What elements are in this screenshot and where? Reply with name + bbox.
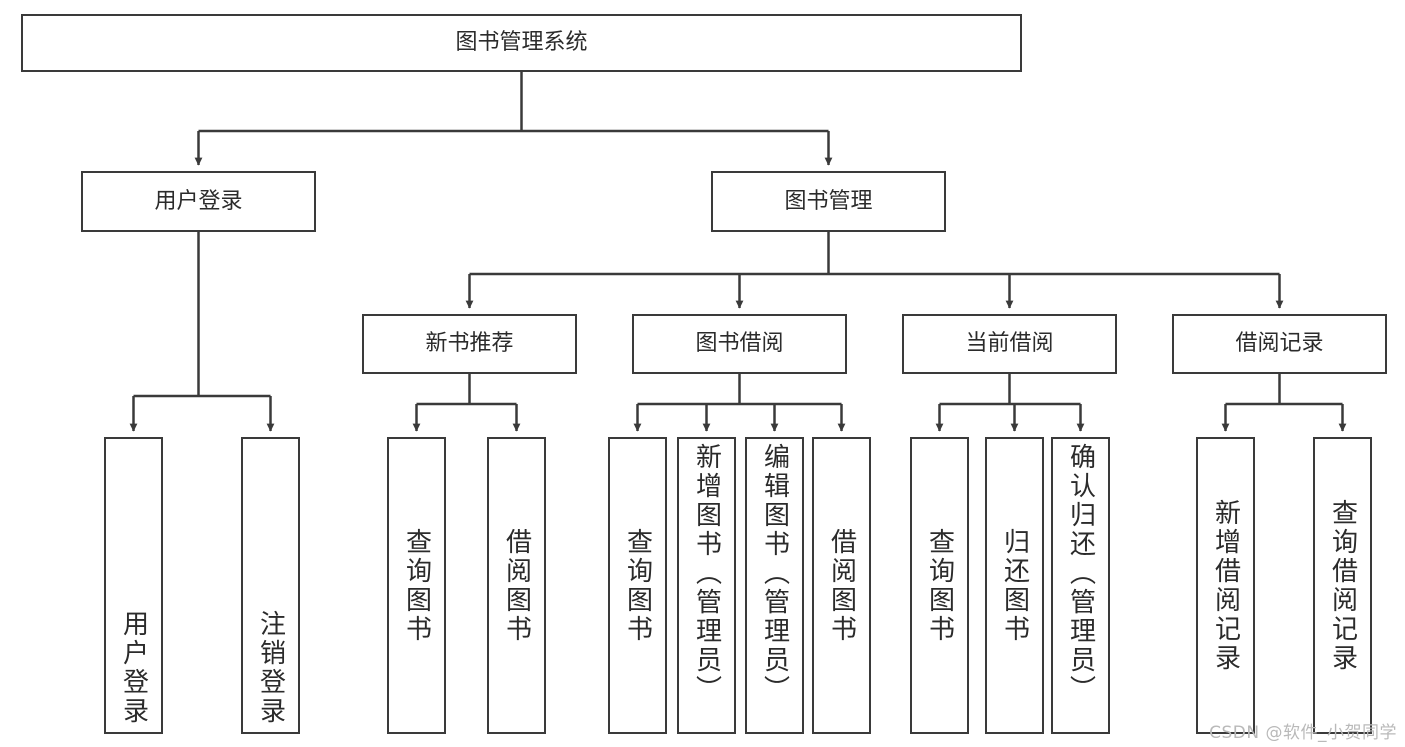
node-leaf-user-login[interactable]: 用户登录 bbox=[104, 437, 163, 734]
node-new-book-recommend-label: 新书推荐 bbox=[425, 331, 514, 357]
node-leaf-query-book-2[interactable]: 查询图书 bbox=[608, 437, 667, 734]
node-leaf-query-book-1[interactable]: 查询图书 bbox=[387, 437, 446, 734]
node-leaf-query-record-label: 查询借阅记录 bbox=[1327, 498, 1358, 673]
node-leaf-query-book-3-label: 查询图书 bbox=[924, 527, 955, 644]
node-root-label: 图书管理系统 bbox=[455, 30, 588, 56]
node-leaf-confirm-return[interactable]: 确认归还（管理员） bbox=[1051, 437, 1110, 734]
node-current-borrow-label: 当前借阅 bbox=[965, 331, 1054, 357]
node-leaf-borrow-book-2[interactable]: 借阅图书 bbox=[812, 437, 871, 734]
node-user-login-label: 用户登录 bbox=[154, 188, 243, 214]
node-borrow-record-label: 借阅记录 bbox=[1235, 331, 1324, 357]
node-leaf-edit-book-label: 编辑图书（管理员） bbox=[759, 443, 790, 704]
node-root[interactable]: 图书管理系统 bbox=[21, 14, 1022, 72]
edge-group-current-borrow bbox=[935, 374, 1085, 432]
node-book-manage[interactable]: 图书管理 bbox=[711, 171, 946, 232]
node-leaf-confirm-return-label: 确认归还（管理员） bbox=[1065, 443, 1096, 704]
node-user-login[interactable]: 用户登录 bbox=[81, 171, 316, 232]
edge-group-new-book-recommend bbox=[412, 374, 521, 432]
node-leaf-borrow-book-1-label: 借阅图书 bbox=[501, 527, 532, 644]
node-leaf-logout-label: 注销登录 bbox=[255, 610, 286, 726]
node-leaf-return-book-label: 归还图书 bbox=[999, 527, 1030, 644]
node-book-borrow[interactable]: 图书借阅 bbox=[632, 314, 847, 374]
node-leaf-borrow-book-1[interactable]: 借阅图书 bbox=[487, 437, 546, 734]
edge-group-book-borrow bbox=[633, 374, 846, 432]
node-current-borrow[interactable]: 当前借阅 bbox=[902, 314, 1117, 374]
node-leaf-query-record[interactable]: 查询借阅记录 bbox=[1313, 437, 1372, 734]
edge-group-user-login bbox=[129, 232, 275, 432]
node-borrow-record[interactable]: 借阅记录 bbox=[1172, 314, 1387, 374]
node-leaf-query-book-1-label: 查询图书 bbox=[401, 527, 432, 644]
node-leaf-user-login-label: 用户登录 bbox=[118, 610, 149, 726]
node-book-manage-label: 图书管理 bbox=[784, 188, 873, 214]
node-leaf-add-record[interactable]: 新增借阅记录 bbox=[1196, 437, 1255, 734]
node-leaf-add-book-label: 新增图书（管理员） bbox=[691, 443, 722, 704]
node-leaf-logout[interactable]: 注销登录 bbox=[241, 437, 300, 734]
node-leaf-edit-book[interactable]: 编辑图书（管理员） bbox=[745, 437, 804, 734]
node-leaf-borrow-book-2-label: 借阅图书 bbox=[826, 527, 857, 644]
node-leaf-query-book-2-label: 查询图书 bbox=[622, 527, 653, 644]
node-leaf-add-book[interactable]: 新增图书（管理员） bbox=[677, 437, 736, 734]
edge-group-borrow-record bbox=[1221, 374, 1347, 432]
edge-group-book-manage bbox=[465, 232, 1284, 309]
edge-group-root bbox=[194, 72, 833, 166]
node-new-book-recommend[interactable]: 新书推荐 bbox=[362, 314, 577, 374]
node-leaf-add-record-label: 新增借阅记录 bbox=[1210, 498, 1241, 673]
node-leaf-query-book-3[interactable]: 查询图书 bbox=[910, 437, 969, 734]
node-leaf-return-book[interactable]: 归还图书 bbox=[985, 437, 1044, 734]
node-book-borrow-label: 图书借阅 bbox=[695, 331, 784, 357]
